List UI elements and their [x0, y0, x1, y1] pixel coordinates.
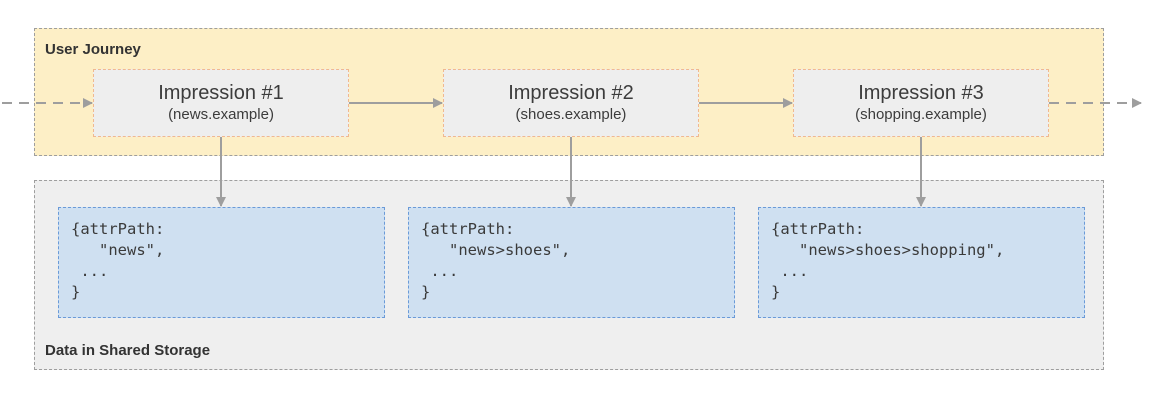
- impression-node-1: Impression #1 (news.example): [93, 69, 349, 137]
- impression-title: Impression #1: [158, 82, 284, 104]
- storage-entry-1: {attrPath: "news", ... }: [58, 207, 385, 318]
- impression-title: Impression #2: [508, 82, 634, 104]
- impression-title: Impression #3: [858, 82, 984, 104]
- impression-site: (shoes.example): [515, 106, 627, 123]
- impression-node-2: Impression #2 (shoes.example): [443, 69, 699, 137]
- impression-site: (news.example): [168, 106, 274, 123]
- impression-site: (shopping.example): [855, 106, 987, 123]
- storage-entry-2: {attrPath: "news>shoes", ... }: [408, 207, 735, 318]
- shared-storage-title: Data in Shared Storage: [45, 342, 211, 359]
- storage-entry-3: {attrPath: "news>shoes>shopping", ... }: [758, 207, 1085, 318]
- impression-node-3: Impression #3 (shopping.example): [793, 69, 1049, 137]
- user-journey-title: User Journey: [45, 41, 141, 58]
